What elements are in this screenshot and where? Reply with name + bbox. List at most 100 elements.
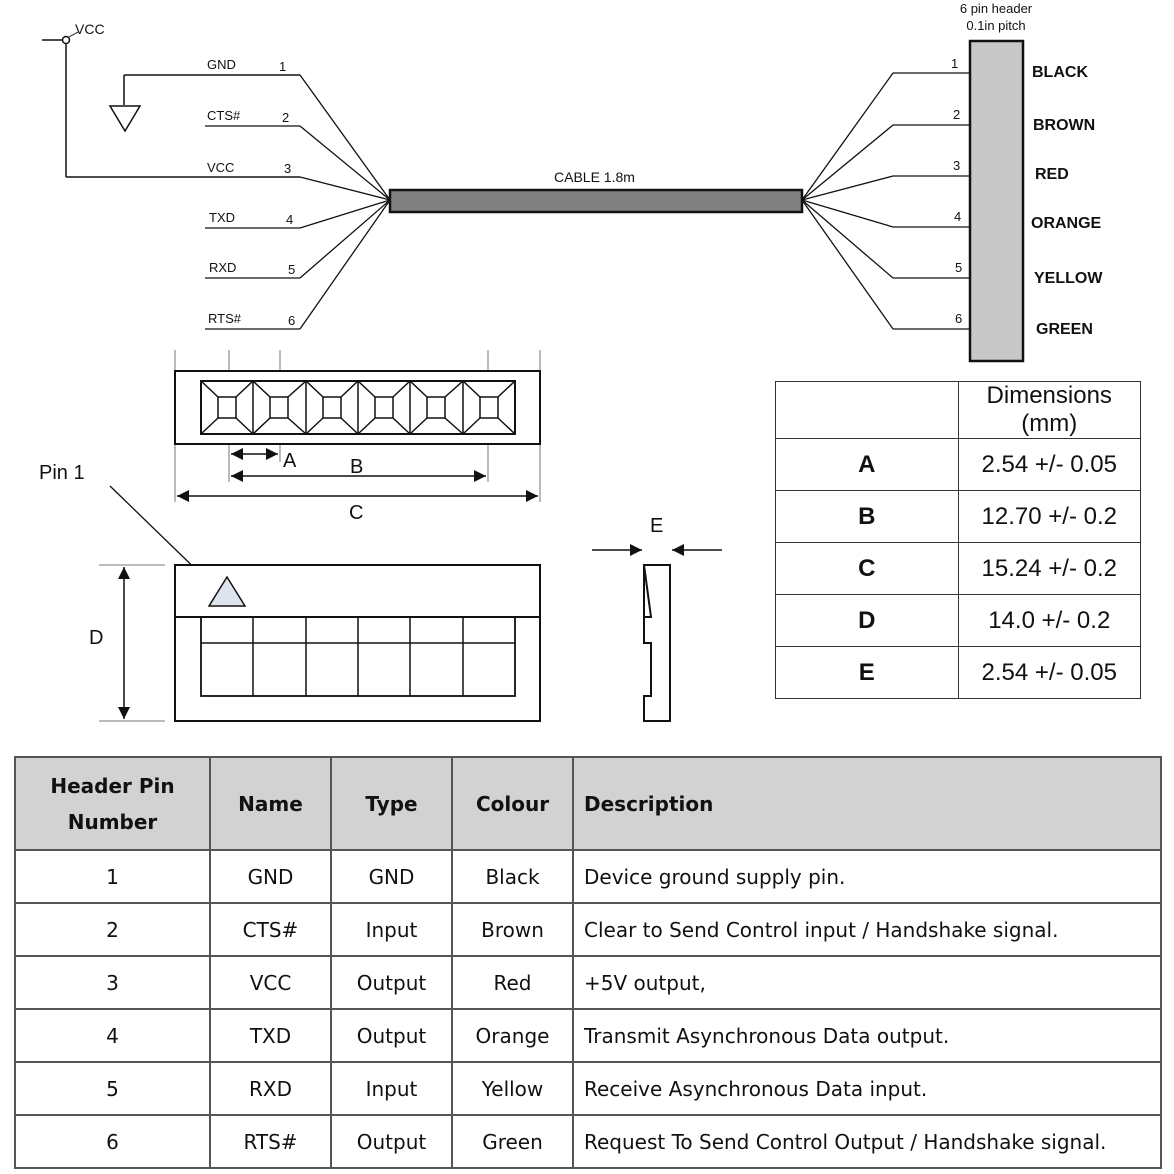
dimension-row-value: 15.24 +/- 0.2	[957, 542, 1141, 595]
vcc-supply-label: VCC	[75, 21, 105, 37]
header-pin-number-line-2: Number	[67, 809, 158, 834]
right-pin-number-2: 2	[953, 107, 960, 122]
left-pin-name-6: RTS#	[208, 311, 242, 326]
dimension-b: B	[231, 456, 486, 482]
dimensions-table-row: C 15.24 +/- 0.2	[775, 542, 1141, 595]
pin-description-cell: Clear to Send Control input / Handshake …	[572, 902, 1162, 957]
pin-colour-cell: Brown	[451, 902, 574, 957]
dimension-e: E	[592, 515, 722, 556]
wire-colour-label-3: RED	[1035, 166, 1069, 183]
dimension-row-value: 12.70 +/- 0.2	[957, 490, 1141, 543]
wire-colour-label-5: YELLOW	[1034, 270, 1103, 287]
dimension-row-label: B	[775, 490, 959, 543]
left-pin-number-5: 5	[288, 262, 295, 277]
pin-number-cell: 3	[14, 955, 211, 1010]
table-row: 5 RXD Input Yellow Receive Asynchronous …	[14, 1061, 1162, 1116]
left-pin-number-6: 6	[288, 313, 295, 328]
dimensions-table-row: E 2.54 +/- 0.05	[775, 646, 1141, 699]
name-column-header: Name	[209, 756, 332, 851]
dimension-b-label: B	[350, 456, 363, 478]
table-row: 4 TXD Output Orange Transmit Asynchronou…	[14, 1008, 1162, 1063]
dimensions-table-header-row: Dimensions (mm)	[775, 381, 1141, 439]
pin-number-cell: 1	[14, 849, 211, 904]
pin-description-cell: Device ground supply pin.	[572, 849, 1162, 904]
header-title-line-2: 0.1in pitch	[966, 18, 1025, 33]
connector-front-view	[174, 564, 541, 722]
left-pin-name-5: RXD	[209, 260, 236, 275]
pin-name-cell: GND	[209, 849, 332, 904]
wire-colour-label-6: GREEN	[1036, 321, 1093, 338]
left-pin-name-3: VCC	[207, 160, 234, 175]
right-pin-number-3: 3	[953, 158, 960, 173]
type-column-header: Type	[330, 756, 453, 851]
cable-body	[388, 188, 804, 214]
pin-number-cell: 6	[14, 1114, 211, 1169]
wire-colour-label-4: ORANGE	[1031, 215, 1102, 232]
pin-description-cell: Request To Send Control Output / Handsha…	[572, 1114, 1162, 1169]
six-pin-header: 6 pin header 0.1in pitch	[960, 1, 1033, 363]
colour-column-header: Colour	[451, 756, 574, 851]
dimension-row-label: D	[775, 594, 959, 647]
left-pin-number-3: 3	[284, 161, 291, 176]
pin-colour-cell: Orange	[451, 1008, 574, 1063]
left-pin-number-2: 2	[282, 110, 289, 125]
pin-description-cell: Receive Asynchronous Data input.	[572, 1061, 1162, 1116]
table-row: 3 VCC Output Red +5V output,	[14, 955, 1162, 1010]
connector-side-view	[642, 564, 671, 722]
table-row: 6 RTS# Output Green Request To Send Cont…	[14, 1114, 1162, 1169]
wire-colour-label-1: BLACK	[1032, 64, 1088, 81]
dimension-a: A	[231, 448, 297, 472]
left-pin-name-1: GND	[207, 57, 236, 72]
description-column-header: Description	[572, 756, 1162, 851]
cable-label: CABLE 1.8m	[554, 169, 635, 185]
pin-type-cell: Output	[330, 955, 453, 1010]
connector-top-view	[174, 350, 541, 502]
pin-type-cell: GND	[330, 849, 453, 904]
pin-name-cell: TXD	[209, 1008, 332, 1063]
dimension-d: D	[89, 564, 165, 722]
header-title-line-1: 6 pin header	[960, 1, 1033, 16]
right-pin-number-1: 1	[951, 56, 958, 71]
dimensions-table-row: D 14.0 +/- 0.2	[775, 594, 1141, 647]
pin-colour-cell: Black	[451, 849, 574, 904]
dimension-row-label: E	[775, 646, 959, 699]
pin-colour-cell: Yellow	[451, 1061, 574, 1116]
top-view-pin-cells	[200, 380, 516, 435]
dimension-d-label: D	[89, 627, 103, 649]
pin-type-cell: Output	[330, 1008, 453, 1063]
pin-name-cell: RTS#	[209, 1114, 332, 1169]
pin-type-cell: Input	[330, 902, 453, 957]
dimension-row-value: 14.0 +/- 0.2	[957, 594, 1141, 647]
schematic-diagram: VCC GND 1 CTS# 2 VCC 3 TXD 4 RXD 5 RTS# …	[39, 1, 1103, 722]
dimension-row-value: 2.54 +/- 0.05	[957, 646, 1141, 699]
dimension-c: C	[177, 490, 538, 524]
dimensions-table-row: A 2.54 +/- 0.05	[775, 438, 1141, 491]
vcc-supply-symbol: VCC	[42, 21, 300, 178]
dimension-a-label: A	[283, 450, 297, 472]
pin-type-cell: Input	[330, 1061, 453, 1116]
dimension-row-label: A	[775, 438, 959, 491]
dimensions-table-corner	[775, 381, 959, 439]
ground-symbol	[108, 74, 300, 133]
right-pin-number-6: 6	[955, 311, 962, 326]
left-pin-lines	[205, 74, 391, 330]
dimension-e-label: E	[650, 515, 663, 537]
left-pin-number-1: 1	[279, 59, 286, 74]
header-body	[968, 39, 1025, 363]
pin1-marker	[207, 575, 247, 607]
dimension-row-value: 2.54 +/- 0.05	[957, 438, 1141, 491]
dimension-c-label: C	[349, 502, 363, 524]
pin-colour-cell: Green	[451, 1114, 574, 1169]
cable: CABLE 1.8m	[388, 169, 804, 214]
pin-description-cell: +5V output,	[572, 955, 1162, 1010]
pin-description-cell: Transmit Asynchronous Data output.	[572, 1008, 1162, 1063]
dimensions-table-row: B 12.70 +/- 0.2	[775, 490, 1141, 543]
pin-colour-cell: Red	[451, 955, 574, 1010]
header-pin-number-line-1: Header Pin	[50, 773, 175, 798]
pin-name-cell: RXD	[209, 1061, 332, 1116]
dimensions-table-header: Dimensions (mm)	[957, 381, 1141, 439]
table-row: 1 GND GND Black Device ground supply pin…	[14, 849, 1162, 904]
wire-colour-label-2: BROWN	[1033, 117, 1095, 134]
